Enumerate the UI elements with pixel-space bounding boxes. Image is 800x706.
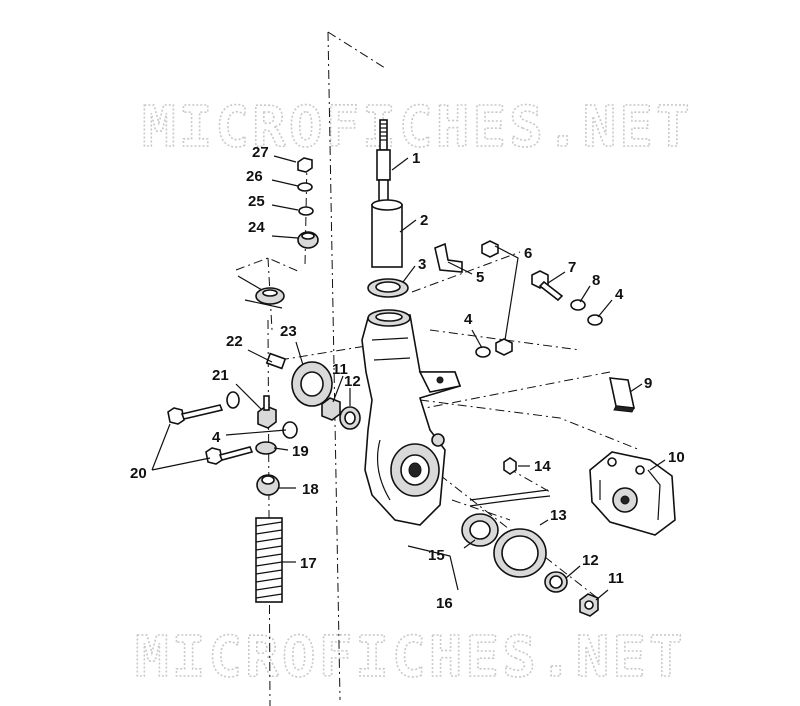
part-19-washer <box>255 441 277 455</box>
callout-25: 25 <box>248 193 265 210</box>
part-18-cap <box>256 474 280 496</box>
callout-11-left: 11 <box>332 361 348 378</box>
callout-10: 10 <box>668 449 685 466</box>
spindle-knuckle <box>361 309 462 526</box>
assembly-lines <box>235 31 641 706</box>
part-12-bushing-left <box>339 406 361 430</box>
part-20-bolts <box>167 404 254 465</box>
part-22-pin <box>265 352 287 370</box>
callout-7: 7 <box>568 259 576 276</box>
part-15-plate <box>461 513 499 547</box>
callout-3: 3 <box>418 256 426 273</box>
part-25-washer <box>298 206 314 216</box>
callout-1: 1 <box>412 150 420 167</box>
part-1-stud <box>376 119 391 206</box>
callout-17: 17 <box>300 555 317 572</box>
callout-19: 19 <box>292 443 309 460</box>
callout-14: 14 <box>534 458 551 475</box>
leader-lines <box>151 155 666 601</box>
part-8-washer <box>570 299 586 311</box>
part-21-nut <box>257 395 277 429</box>
callout-5: 5 <box>476 269 484 286</box>
mount-bracket <box>237 275 285 309</box>
callout-4-middle: 4 <box>464 311 473 328</box>
part-4-washer-upper-left <box>226 391 240 409</box>
callout-9: 9 <box>644 375 652 392</box>
part-11-nut-right <box>579 593 599 617</box>
callout-13: 13 <box>550 507 567 524</box>
callout-6: 6 <box>524 245 532 262</box>
callout-15: 15 <box>428 547 445 564</box>
callout-2: 2 <box>420 212 428 229</box>
part-11-nut-left <box>321 397 341 421</box>
part-3-seal <box>367 278 409 298</box>
part-27-nut <box>297 157 313 173</box>
part-4-washer-middle <box>475 346 491 358</box>
callout-21: 21 <box>212 367 229 384</box>
callout-24: 24 <box>248 219 265 236</box>
callout-12-left: 12 <box>344 373 361 390</box>
callout-20: 20 <box>130 465 147 482</box>
part-12-bushing-right <box>544 571 568 593</box>
callout-8: 8 <box>592 272 600 289</box>
part-7-bolt <box>531 270 564 302</box>
part-6-nuts <box>481 240 513 356</box>
callout-11-right: 11 <box>608 570 624 587</box>
part-4-washer-right <box>587 314 603 326</box>
callout-27: 27 <box>252 144 269 161</box>
callout-labels: 1 2 3 5 6 7 8 4 4 9 10 14 13 15 12 11 16… <box>130 144 685 612</box>
part-2-sleeve <box>371 199 403 268</box>
callout-16: 16 <box>436 595 453 612</box>
callout-18: 18 <box>302 481 319 498</box>
part-14-fitting <box>469 457 551 507</box>
watermark-top: MICROFICHES.NET <box>142 95 693 160</box>
part-17-spring <box>255 517 283 603</box>
part-10-caliper <box>589 451 676 536</box>
callout-23: 23 <box>280 323 297 340</box>
part-13-bearing <box>493 528 547 578</box>
callout-4-left: 4 <box>212 429 221 446</box>
watermark-bottom: MICROFICHES.NET <box>135 625 686 690</box>
callout-4-right: 4 <box>615 286 624 303</box>
callout-22: 22 <box>226 333 243 350</box>
part-9-key <box>608 377 636 413</box>
part-23-seal <box>291 361 333 407</box>
callout-12-right: 12 <box>582 552 599 569</box>
part-24-bushing <box>297 231 319 249</box>
part-26-washer <box>297 182 313 192</box>
callout-26: 26 <box>246 168 263 185</box>
part-5-bracket <box>434 242 463 273</box>
